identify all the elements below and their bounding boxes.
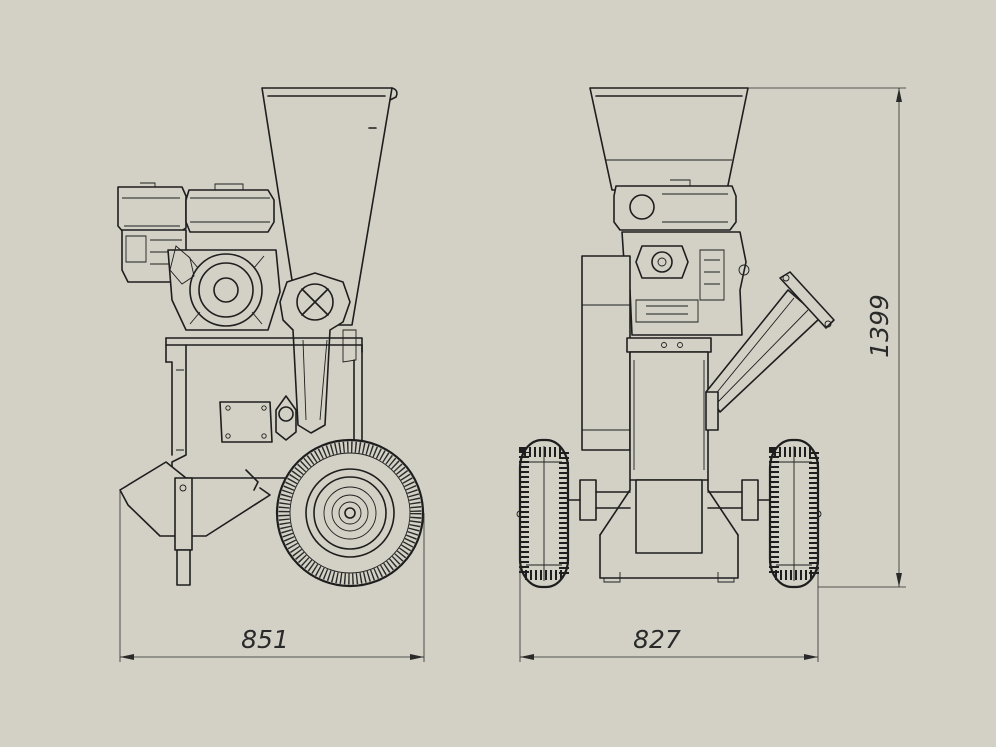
dimension-side-width-label: 851 bbox=[241, 625, 289, 654]
side-hopper bbox=[261, 87, 398, 326]
side-chute bbox=[119, 461, 271, 537]
side-wheel bbox=[275, 438, 425, 588]
dimension-height: 1399 bbox=[748, 87, 906, 588]
front-view: 827 1399 bbox=[516, 87, 906, 662]
side-view: 851 bbox=[117, 87, 425, 662]
dimension-front-width: 827 bbox=[519, 514, 819, 662]
front-engine bbox=[613, 179, 750, 336]
side-discharge bbox=[279, 272, 357, 434]
dimension-height-label: 1399 bbox=[865, 294, 894, 358]
side-leg bbox=[174, 477, 193, 586]
front-wheel-right bbox=[768, 438, 820, 589]
side-engine bbox=[117, 182, 281, 331]
dimension-side-width: 851 bbox=[119, 490, 425, 662]
front-hopper bbox=[589, 87, 749, 191]
dimension-front-width-label: 827 bbox=[633, 625, 681, 654]
front-wheel-left bbox=[518, 438, 570, 589]
front-discharge bbox=[705, 271, 835, 431]
front-body bbox=[581, 255, 739, 583]
